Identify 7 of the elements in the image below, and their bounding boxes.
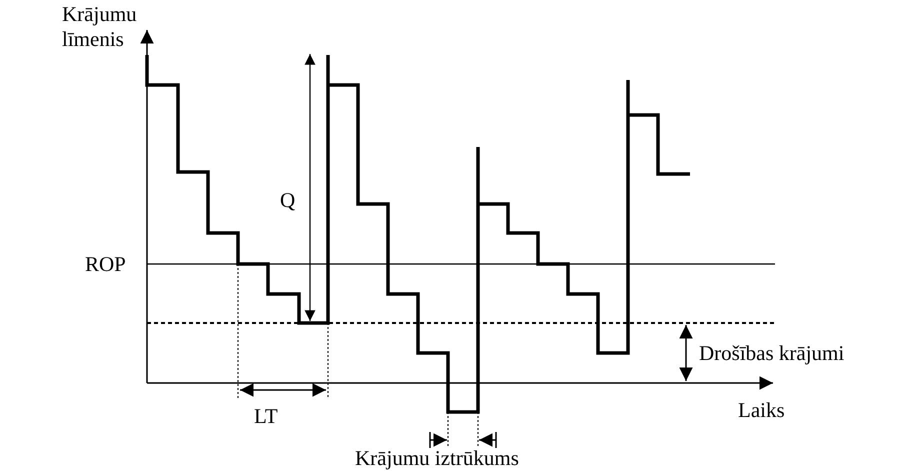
dimension-label: Krājumu iztrūkums bbox=[355, 446, 519, 471]
dimension-label: LT bbox=[254, 404, 278, 429]
dimension-label: Q bbox=[280, 188, 296, 213]
dimension-label: Drošības krājumi bbox=[699, 341, 844, 366]
axis-title: Laiks bbox=[738, 398, 785, 423]
axis-title: Krājumu līmenis bbox=[62, 2, 138, 52]
line-label: ROP bbox=[85, 252, 126, 277]
